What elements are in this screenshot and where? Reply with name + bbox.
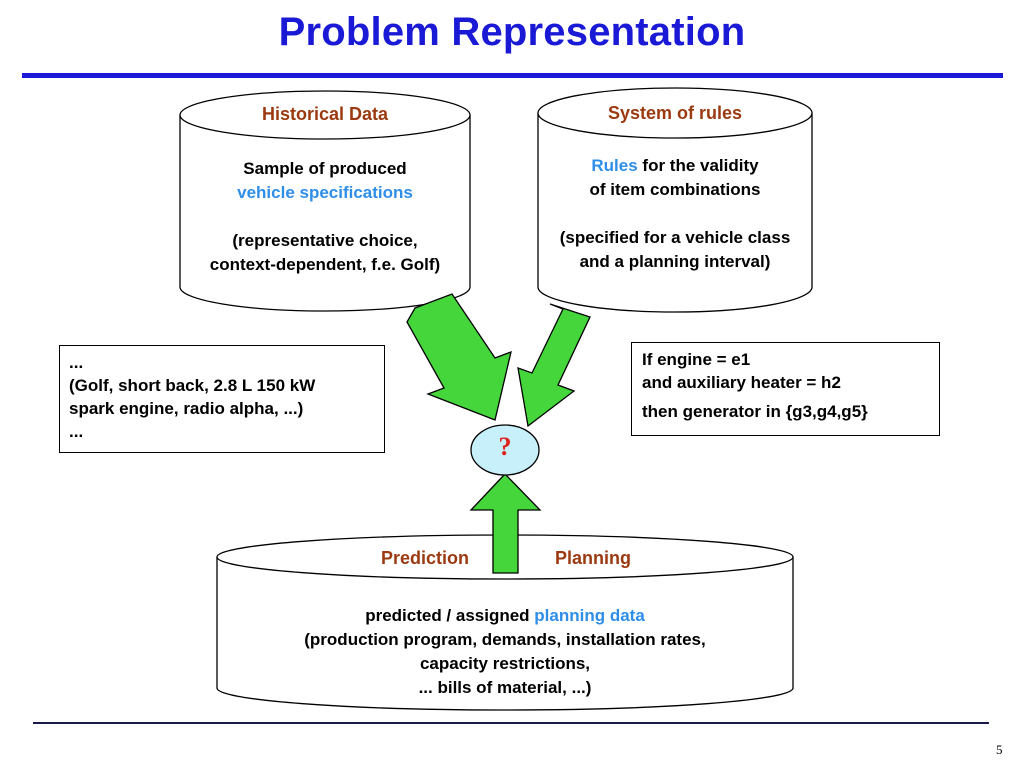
historical-data-line1: Sample of produced — [243, 159, 407, 178]
system-of-rules-line2: of item combinations — [589, 180, 761, 199]
planning-line1-prefix: predicted / assigned — [365, 606, 535, 625]
vehicle-specifications-link: vehicle specifications — [237, 183, 413, 202]
title-underline — [22, 73, 1003, 78]
system-of-rules-line4: and a planning interval) — [579, 252, 771, 271]
rules-line1-rest: for the validity — [637, 156, 759, 175]
example-line4: ... — [69, 422, 84, 441]
system-of-rules-heading: System of rules — [607, 103, 743, 123]
example-line2: (Golf, short back, 2.8 L 150 kW — [69, 376, 316, 395]
left-arrow — [406, 293, 512, 421]
planning-line1: predicted / assigned planning data — [217, 604, 793, 628]
historical-data-text: Sample of produced vehicle specification… — [180, 157, 470, 277]
example-data-box: ... (Golf, short back, 2.8 L 150 kW spar… — [59, 345, 385, 453]
prediction-heading: Prediction — [380, 548, 469, 568]
footer-divider — [33, 722, 989, 724]
up-arrow — [469, 473, 542, 574]
historical-data-cylinder — [179, 90, 471, 312]
planning-text: predicted / assigned planning data (prod… — [217, 604, 793, 700]
planning-line4: ... bills of material, ...) — [418, 678, 592, 697]
system-of-rules-text: Rules for the validity of item combinati… — [532, 154, 818, 274]
rule-line3: then generator in {g3,g4,g5} — [642, 402, 868, 421]
planning-data-highlight: planning data — [534, 606, 645, 625]
rules-highlight: Rules — [591, 156, 638, 175]
system-of-rules-line1: Rules for the validity — [532, 154, 818, 178]
rule-line2: and auxiliary heater = h2 — [642, 373, 841, 392]
planning-line2: (production program, demands, installati… — [304, 630, 706, 649]
example-rule-box: If engine = e1 and auxiliary heater = h2… — [631, 342, 940, 436]
page-number: 5 — [996, 742, 1003, 757]
planning-heading: Planning — [555, 548, 631, 568]
historical-data-heading: Historical Data — [261, 104, 389, 124]
system-of-rules-line3: (specified for a vehicle class — [559, 228, 791, 247]
planning-line3: capacity restrictions, — [419, 654, 591, 673]
example-line3: spark engine, radio alpha, ...) — [69, 399, 304, 418]
historical-data-line4: context-dependent, f.e. Golf) — [209, 255, 441, 274]
system-of-rules-cylinder — [537, 87, 813, 313]
slide-title: Problem Representation — [278, 10, 746, 54]
right-arrow — [517, 303, 591, 428]
historical-data-line3: (representative choice, — [232, 231, 418, 250]
center-node — [470, 424, 540, 476]
rule-line1: If engine = e1 — [642, 350, 751, 369]
question-mark: ? — [498, 432, 512, 461]
example-line1: ... — [69, 353, 84, 372]
